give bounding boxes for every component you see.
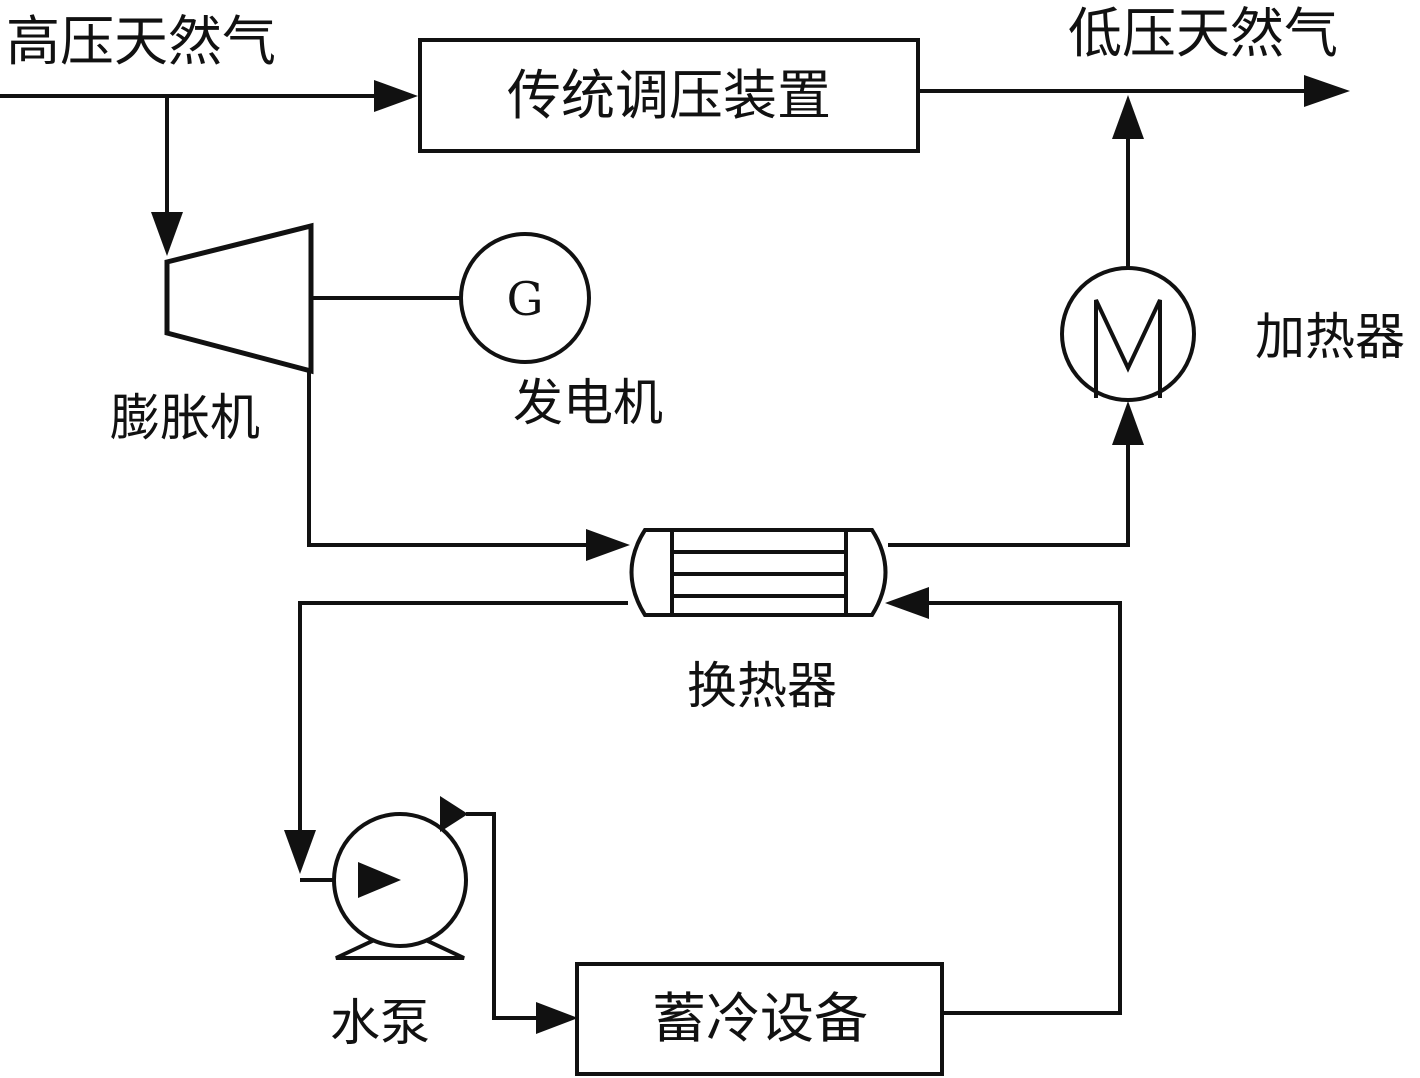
heater-label: 加热器 xyxy=(1255,308,1405,366)
heat-exchanger-gas-outlet-pipe xyxy=(888,401,1144,547)
arrow-into-outlet xyxy=(1112,95,1144,139)
generator-label: 发电机 xyxy=(513,374,663,432)
expander-symbol xyxy=(164,222,314,375)
cold-storage-return-pipe xyxy=(885,587,1122,1015)
heater-outlet-pipe xyxy=(1112,95,1144,268)
outlet-pipe xyxy=(918,75,1350,107)
heater-circle xyxy=(1060,266,1196,402)
expander-label: 膨胀机 xyxy=(110,389,260,447)
arrow-pump-discharge xyxy=(440,796,468,832)
regulator-block: 传统调压装置 xyxy=(418,38,920,153)
arrow-into-heater xyxy=(1112,401,1144,445)
arrow-down-to-pump xyxy=(284,830,316,874)
expander-feed-pipe xyxy=(151,96,183,256)
pump-discharge-pipe xyxy=(440,796,578,1034)
pump-direction-arrow xyxy=(358,862,401,898)
cold-storage-label: 蓄冷设备 xyxy=(652,987,868,1050)
outlet-gas-label: 低压天然气 xyxy=(1068,2,1338,65)
generator: G 发电机 xyxy=(459,232,663,432)
inlet-gas-label: 高压天然气 xyxy=(6,10,276,73)
arrow-into-heat-exchanger-water xyxy=(885,587,929,619)
arrow-into-cold-storage xyxy=(536,1002,578,1034)
heat-exchanger: 换热器 xyxy=(629,528,888,715)
arrow-into-expander xyxy=(151,212,183,256)
arrow-into-heat-exchanger xyxy=(586,529,630,561)
arrow-outlet xyxy=(1304,75,1350,107)
heater-coil xyxy=(1094,299,1162,398)
expander: 膨胀机 xyxy=(110,222,314,447)
pump-label: 水泵 xyxy=(330,994,430,1052)
expander-outlet-pipe xyxy=(307,371,630,561)
arrow-into-regulator xyxy=(374,80,418,112)
water-pump: 水泵 xyxy=(330,812,468,1052)
regulator-box xyxy=(418,38,920,153)
cold-storage-block: 蓄冷设备 xyxy=(575,962,944,1076)
cold-storage-box xyxy=(575,962,944,1076)
heat-exchanger-label: 换热器 xyxy=(687,657,837,715)
heater: 加热器 xyxy=(1060,266,1405,402)
generator-symbol: G xyxy=(507,272,544,326)
generator-circle xyxy=(459,232,591,364)
inlet-pipe xyxy=(0,80,418,112)
regulator-label: 传统调压装置 xyxy=(507,64,831,127)
